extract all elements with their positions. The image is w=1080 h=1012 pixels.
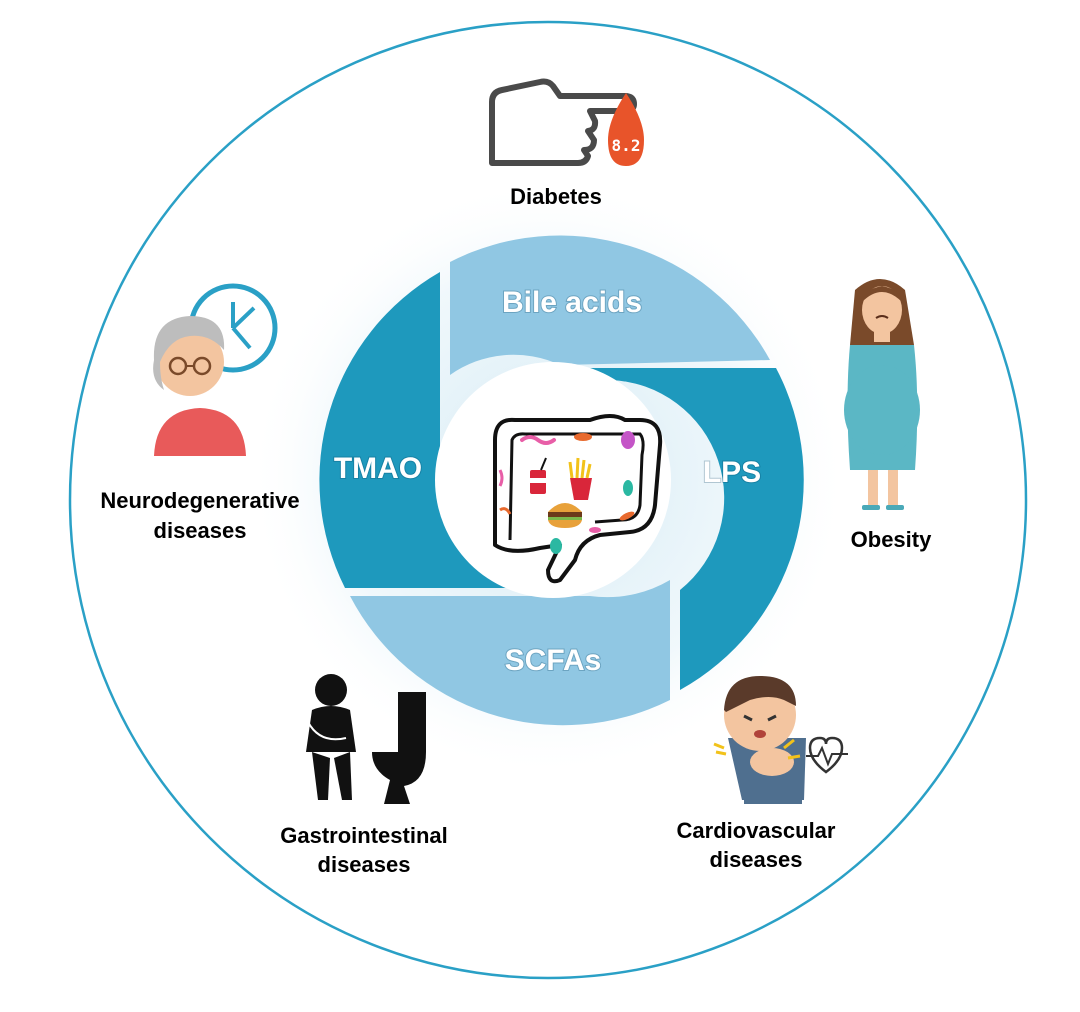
toilet-icon	[372, 692, 426, 804]
stomach-ache-person-icon	[306, 674, 356, 800]
obese-woman-icon	[844, 279, 920, 510]
bacteria-icon	[498, 431, 635, 554]
segment-label-bile-acids: Bile acids	[502, 286, 642, 319]
segment-scfas	[350, 580, 670, 726]
segment-label-lps: LPS	[703, 456, 761, 489]
segment-lps	[560, 368, 804, 690]
label-gastrointestinal-line2: diseases	[318, 852, 411, 877]
fast-food-icon	[530, 457, 592, 528]
label-neurodegenerative-line1: Neurodegenerative	[100, 488, 299, 513]
glucose-reading: 8.2	[612, 136, 641, 155]
label-cardiovascular-line2: diseases	[710, 847, 803, 872]
elderly-woman-icon	[153, 316, 246, 456]
segment-bile-acids	[450, 235, 770, 375]
label-diabetes: Diabetes	[510, 184, 602, 209]
label-gastrointestinal-line1: Gastrointestinal	[280, 823, 447, 848]
label-neurodegenerative-line2: diseases	[154, 518, 247, 543]
segment-tmao	[319, 272, 510, 588]
finger-glucose-icon: 8.2	[489, 78, 644, 166]
label-cardiovascular-line1: Cardiovascular	[677, 818, 836, 843]
label-obesity: Obesity	[851, 527, 932, 552]
heartbeat-icon	[806, 736, 848, 774]
segment-label-scfas: SCFAs	[505, 644, 602, 677]
segment-label-tmao: TMAO	[334, 452, 422, 485]
chest-pain-boy-icon	[713, 676, 806, 804]
